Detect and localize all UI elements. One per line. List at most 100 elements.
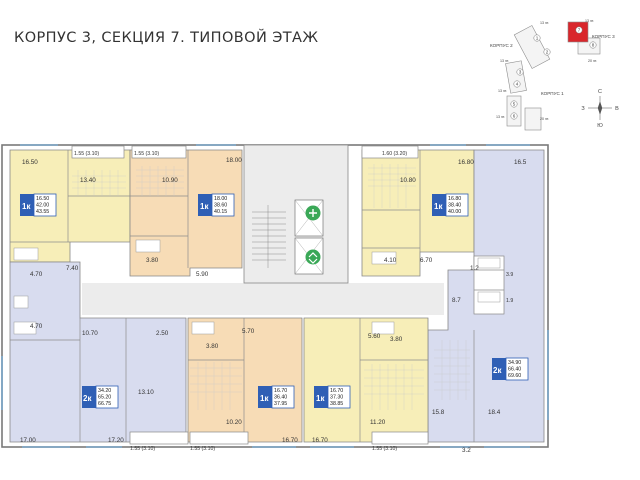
room-area: 4.70 bbox=[30, 323, 43, 330]
section-label: 4 bbox=[516, 82, 519, 87]
apartment-badge-a4[interactable]: 2к 34.20 65.20 66.75 bbox=[82, 385, 119, 409]
section-label: 1 bbox=[536, 36, 539, 41]
compass-north: С bbox=[598, 89, 602, 95]
room-area: 5.70 bbox=[242, 328, 255, 335]
living-area: 16.80 bbox=[448, 196, 461, 202]
corridor bbox=[82, 283, 444, 315]
floor-count-label: 20 эт. bbox=[540, 117, 549, 121]
room-area: 4.10 bbox=[384, 257, 397, 264]
balcony-area: 1.55 (3.10) bbox=[190, 446, 215, 452]
total-area: 40.15 bbox=[214, 209, 227, 215]
room-area: 17.20 bbox=[108, 437, 124, 444]
area-without-balcony: 37.30 bbox=[330, 395, 343, 401]
apartment-a6[interactable] bbox=[303, 317, 429, 443]
room-area: 16.70 bbox=[312, 437, 328, 444]
living-area: 16.50 bbox=[36, 196, 49, 202]
floor-plan: 16.50 13.40 1.55 (3.10) 10.90 1.55 (3.10… bbox=[1, 144, 549, 454]
room-area: 16.80 bbox=[458, 159, 474, 166]
total-area: 38.85 bbox=[330, 401, 343, 407]
compass-icon bbox=[588, 96, 612, 120]
room-area: 10.90 bbox=[162, 177, 178, 184]
room-area: 13.10 bbox=[138, 389, 154, 396]
area-without-balcony: 38.40 bbox=[448, 203, 461, 209]
floor-count-label: 13 эт. bbox=[498, 89, 507, 93]
total-area: 69.60 bbox=[508, 373, 521, 379]
apartment-a4[interactable] bbox=[9, 261, 187, 443]
room-area: 18.00 bbox=[226, 157, 242, 164]
balcony-area: 1.55 (3.10) bbox=[134, 151, 159, 157]
korpus1-label: КОРПУС 1 bbox=[541, 91, 564, 96]
room-area: 18.4 bbox=[488, 409, 501, 416]
room-area: 3.80 bbox=[206, 343, 219, 350]
apartment-type: 1к bbox=[434, 202, 443, 211]
room-area: 2.50 bbox=[156, 330, 169, 337]
area-without-balcony: 38.60 bbox=[214, 203, 227, 209]
balcony-area: 1.55 (3.10) bbox=[130, 446, 155, 452]
room-area: 11.20 bbox=[370, 419, 386, 426]
living-area: 16.70 bbox=[330, 388, 343, 394]
room-area: 3.2 bbox=[462, 447, 471, 454]
total-area: 40.00 bbox=[448, 209, 461, 215]
room-area: 16.50 bbox=[22, 159, 38, 166]
section-label: 5 bbox=[513, 102, 516, 107]
apartment-badge-a7[interactable]: 2к 34.90 66.40 69.60 bbox=[492, 357, 529, 381]
apartment-badge-a6[interactable]: 1к 16.70 37.30 38.85 bbox=[314, 385, 351, 409]
key-plan-block-korpus2-c bbox=[506, 95, 522, 127]
room-area: 16.70 bbox=[282, 437, 298, 444]
section-label: 3 bbox=[519, 70, 522, 75]
room-area: 1.2 bbox=[470, 265, 479, 272]
balcony bbox=[129, 431, 189, 445]
apartment-badge-a5[interactable]: 1к 16.70 36.40 37.95 bbox=[258, 385, 295, 409]
area-without-balcony: 36.40 bbox=[274, 395, 287, 401]
living-area: 16.70 bbox=[274, 388, 287, 394]
apartment-badge-a2[interactable]: 1к 18.00 38.60 40.15 bbox=[198, 193, 235, 217]
area-without-balcony: 65.20 bbox=[98, 395, 111, 401]
apartment-type: 1к bbox=[316, 394, 325, 403]
apartment-type: 2к bbox=[83, 394, 92, 403]
room-area: 4.70 bbox=[30, 271, 43, 278]
compass-east: В bbox=[615, 106, 619, 112]
apartment-type: 2к bbox=[493, 366, 502, 375]
total-area: 66.75 bbox=[98, 401, 111, 407]
balcony bbox=[131, 145, 187, 159]
balcony bbox=[71, 145, 125, 159]
compass-west: З bbox=[581, 106, 585, 112]
area-without-balcony: 66.40 bbox=[508, 367, 521, 373]
balcony bbox=[371, 431, 429, 445]
section-label: 7 bbox=[578, 28, 581, 33]
balcony bbox=[189, 431, 249, 445]
room-area: 1.9 bbox=[506, 298, 513, 304]
apartment-badge-a1[interactable]: 1к 16.50 42.00 43.55 bbox=[20, 193, 57, 217]
balcony bbox=[361, 145, 419, 159]
floor-count-label: 20 эт. bbox=[588, 59, 597, 63]
room-area: 10.70 bbox=[82, 330, 98, 337]
floor-count-label: 13 эт. bbox=[496, 115, 505, 119]
floor-count-label: 13 эт. bbox=[585, 19, 594, 23]
room-area: 7.40 bbox=[66, 265, 79, 272]
room-area: 3.80 bbox=[390, 336, 403, 343]
apartment-type: 1к bbox=[260, 394, 269, 403]
balcony-area: 1.55 (3.10) bbox=[372, 446, 397, 452]
room-area: 6.70 bbox=[420, 257, 433, 264]
key-plan-block-korpus2-a bbox=[513, 25, 551, 69]
page-title: КОРПУС 3, СЕКЦИЯ 7. ТИПОВОЙ ЭТАЖ bbox=[14, 30, 319, 46]
section-label: 2 bbox=[546, 50, 549, 55]
apartment-a5[interactable] bbox=[187, 317, 303, 443]
apartment-badge-a3[interactable]: 1к 16.80 38.40 40.00 bbox=[432, 193, 469, 217]
room-area: 16.5 bbox=[514, 159, 527, 166]
korpus2-label: КОРПУС 2 bbox=[490, 43, 513, 48]
total-area: 37.95 bbox=[274, 401, 287, 407]
living-area: 34.90 bbox=[508, 360, 521, 366]
room-area: 17.00 bbox=[20, 437, 36, 444]
room-area: 5.60 bbox=[368, 333, 381, 340]
apartment-type: 1к bbox=[22, 202, 31, 211]
key-plan-block-korpus2-b bbox=[505, 60, 527, 94]
room-area: 13.40 bbox=[80, 177, 96, 184]
section-label: 6 bbox=[513, 114, 516, 119]
key-plan-block-korpus1 bbox=[524, 107, 542, 131]
room-area: 8.7 bbox=[452, 297, 461, 304]
floor-count-label: 13 эт. bbox=[500, 59, 509, 63]
apartment-type: 1к bbox=[200, 202, 209, 211]
room-area: 3.80 bbox=[146, 257, 159, 264]
